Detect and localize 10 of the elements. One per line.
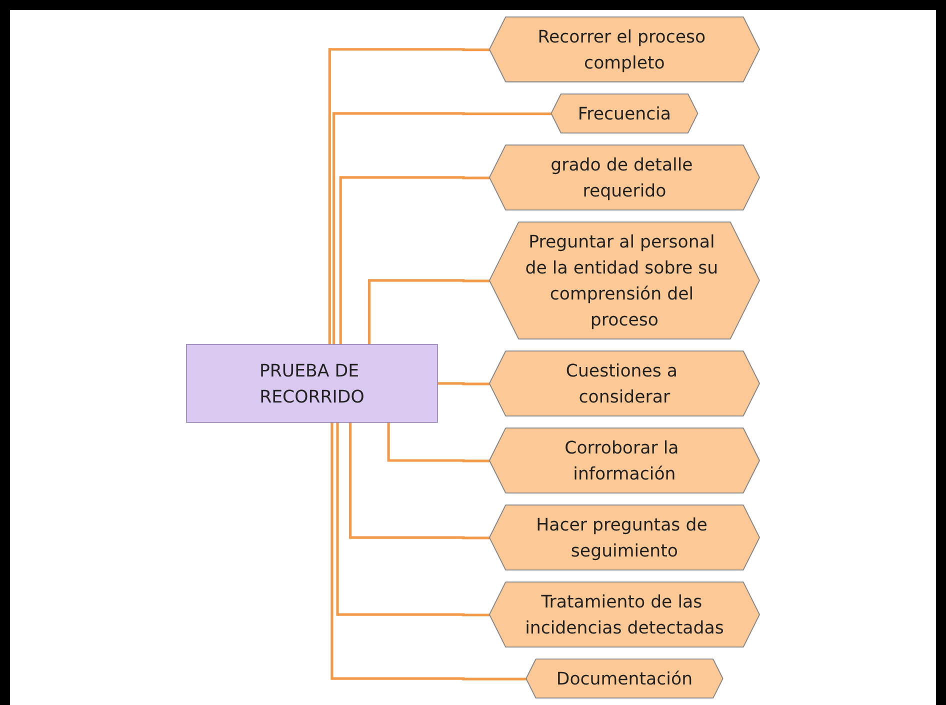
connector xyxy=(330,422,527,680)
connector xyxy=(328,48,490,345)
connector xyxy=(368,279,490,345)
connector xyxy=(332,112,552,345)
connector xyxy=(348,422,490,540)
connector xyxy=(387,422,490,462)
node-box: PRUEBA DE RECORRIDO xyxy=(186,344,438,423)
connector xyxy=(436,382,490,386)
connector xyxy=(339,176,490,345)
connector xyxy=(336,422,490,616)
